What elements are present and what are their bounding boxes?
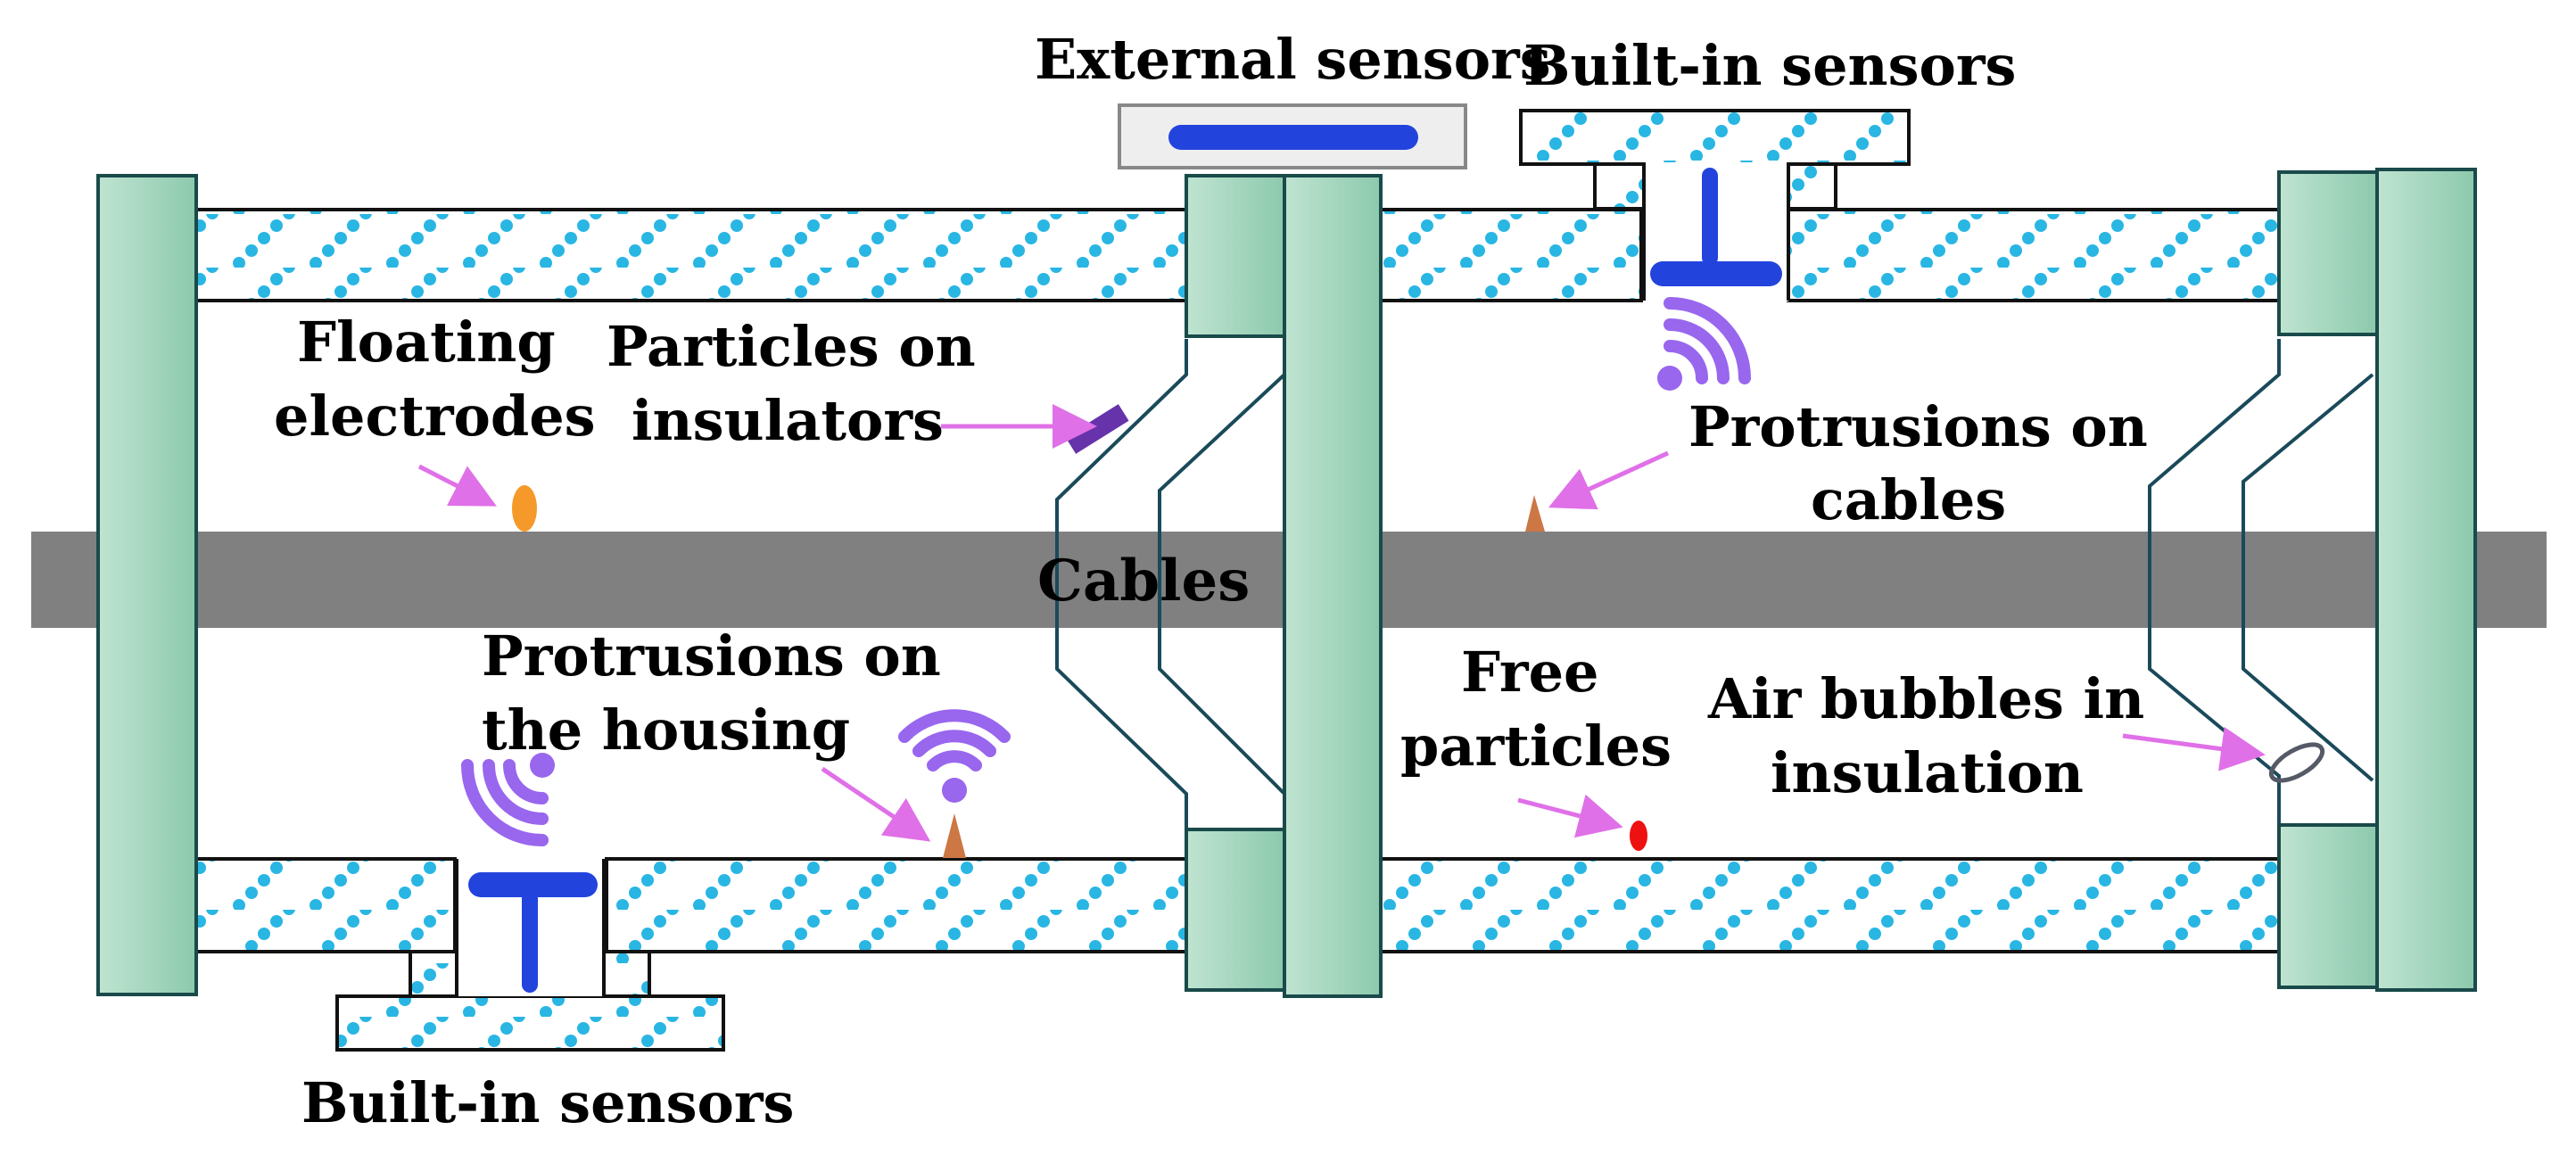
builtin-sensors-label-top: Built-in sensors (1523, 33, 2016, 98)
particle-on-insulator (1065, 404, 1129, 454)
protrusions-cables-label-1: Protrusions on (1688, 394, 2148, 459)
air-bubbles-label-1: Air bubbles in (1707, 666, 2144, 731)
protrusions-housing-label-1: Protrusions on (482, 623, 941, 689)
floating-electrodes-label-1: Floating (297, 309, 556, 375)
protrusion-on-housing (943, 813, 966, 858)
floating-electrodes-label-2: electrodes (274, 384, 596, 449)
particles-insulators-label-2: insulators (632, 388, 944, 453)
enclosure-walls (194, 208, 2281, 953)
sensor-t-icon (468, 872, 598, 993)
sensor-t-icon (1650, 168, 1782, 286)
particles-insulators-label-1: Particles on (607, 314, 976, 379)
external-sensors-label: External sensors (1035, 27, 1551, 92)
external-sensor (1118, 103, 1467, 169)
protrusion-on-cable (1525, 495, 1545, 532)
insulator-right (2148, 339, 2374, 834)
free-particles-label-2: particles (1400, 714, 1672, 779)
cables-label: Cables (1037, 548, 1250, 615)
floating-electrode (512, 485, 537, 532)
protrusions-cables-label-2: cables (1811, 467, 2006, 532)
wifi-icon (1657, 297, 1751, 391)
free-particle (1630, 821, 1647, 851)
insulator-left (1055, 339, 1286, 834)
protrusions-housing-label-2: the housing (482, 697, 850, 763)
free-particles-label-1: Free (1461, 639, 1599, 705)
pointer-arrows (417, 404, 2266, 842)
wifi-icon (898, 709, 1011, 803)
wifi-icon (461, 753, 555, 846)
air-bubbles-label-2: insulation (1771, 740, 2084, 805)
flanges (96, 168, 2477, 998)
builtin-sensors-label-bottom: Built-in sensors (301, 1070, 794, 1135)
air-bubble (2268, 742, 2325, 783)
